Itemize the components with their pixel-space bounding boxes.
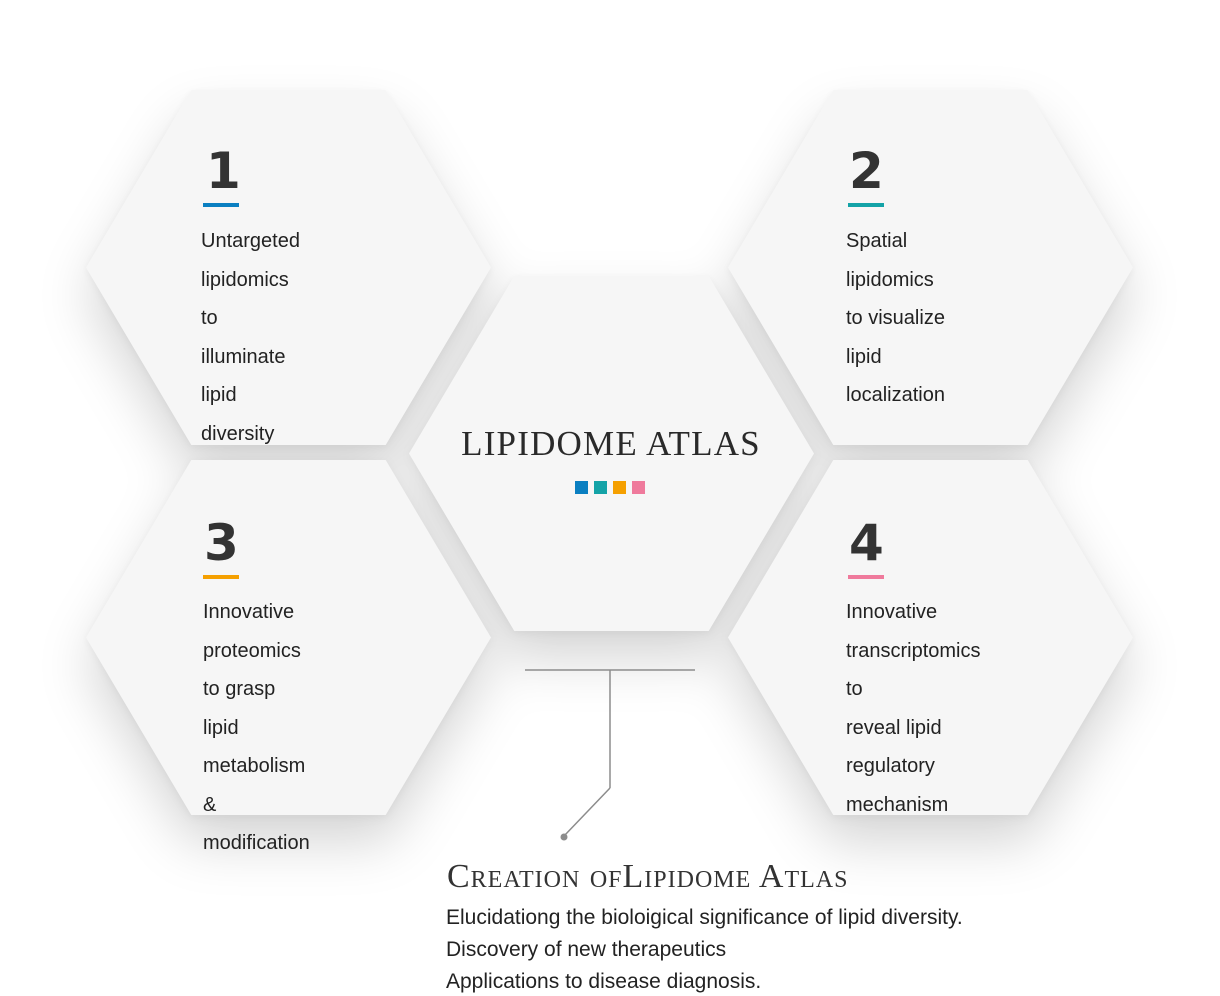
dot-orange <box>613 481 626 494</box>
footer-line-2: Discovery of new therapeutics <box>446 938 727 961</box>
center-color-dots <box>575 481 645 494</box>
dot-blue <box>575 481 588 494</box>
footer-title: Creation ofLipidome Atlas <box>447 858 849 895</box>
footer-line-3: Applications to disease diagnosis. <box>446 970 762 993</box>
center-title: LIPIDOME ATLAS <box>461 424 761 463</box>
card-4-description: Innovative transcriptomics to reveal lip… <box>846 601 981 816</box>
card-2-number: 2 <box>849 142 884 200</box>
dot-pink <box>632 481 645 494</box>
card-2-description: Spatial lipidomics to visualize lipid lo… <box>846 230 945 406</box>
card-1-description: Untargeted lipidomics to illuminate lipi… <box>201 230 300 445</box>
dot-teal <box>594 481 607 494</box>
card-4-number: 4 <box>849 514 884 572</box>
card-1-accent-bar <box>203 203 239 207</box>
connector-endpoint <box>560 833 568 841</box>
card-3-description: Innovative proteomics to grasp lipid met… <box>203 601 310 854</box>
card-1-number: 1 <box>206 142 241 200</box>
card-3-number: 3 <box>204 514 239 572</box>
card-3-accent-bar <box>203 575 239 579</box>
connector-diagonal <box>563 787 611 837</box>
footer-line-1: Elucidationg the bioloigical significanc… <box>446 906 963 929</box>
card-2-accent-bar <box>848 203 884 207</box>
card-4-accent-bar <box>848 575 884 579</box>
